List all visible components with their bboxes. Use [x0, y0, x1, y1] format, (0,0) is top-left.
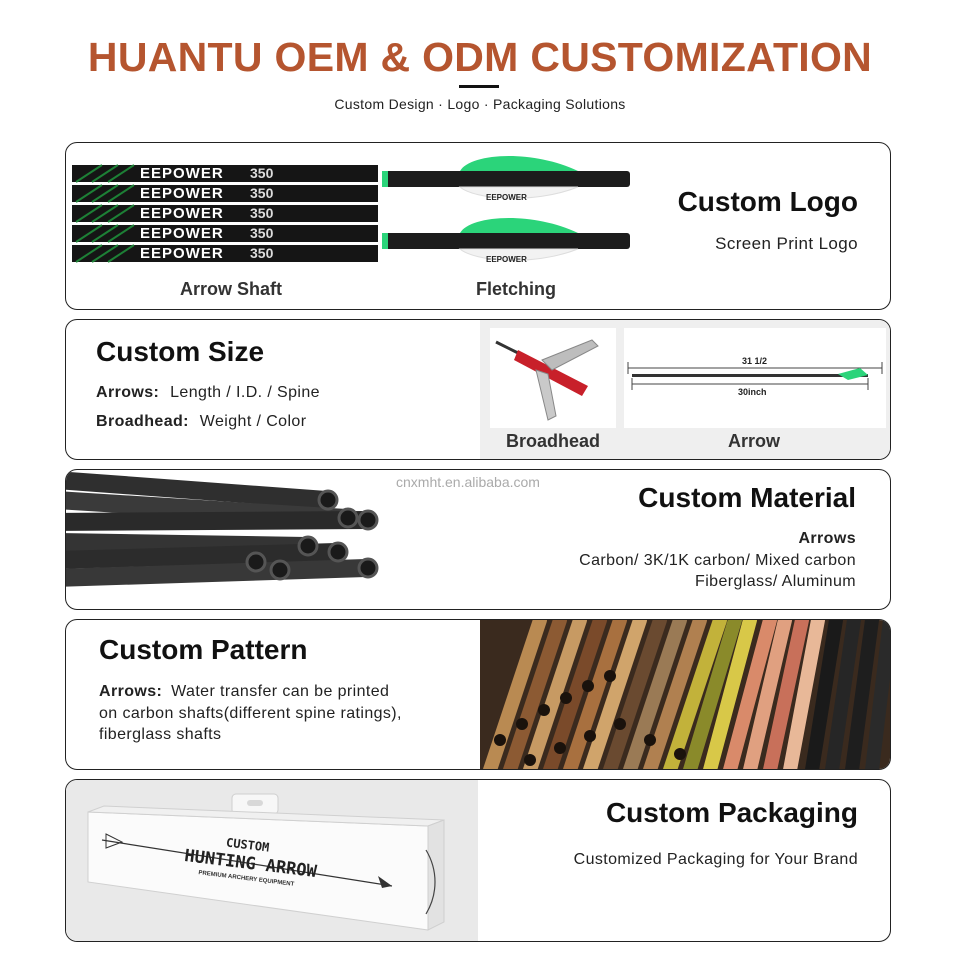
- shaft-logo-text-1: EEPOWER: [140, 165, 224, 182]
- custom-pattern-card: Custom Pattern Arrows: Water transfer ca…: [65, 619, 891, 770]
- shaft-logo-text-2: EEPOWER: [140, 185, 224, 202]
- pattern-line-1: Arrows: Water transfer can be printed: [99, 683, 389, 701]
- custom-material-card: cnxmht.en.alibaba.com Custom Material Ar…: [65, 469, 891, 610]
- custom-packaging-card: CUSTOM HUNTING ARROW PREMIUM ARCHERY EQU…: [65, 779, 891, 942]
- packaging-box-image: [87, 793, 445, 931]
- page-subtitle: Custom Design · Logo · Packaging Solutio…: [334, 96, 626, 112]
- size-broadhead-label: Broadhead:: [96, 413, 189, 430]
- size-arrows-line: Arrows: Length / I.D. / Spine: [96, 384, 320, 402]
- pattern-line-3: fiberglass shafts: [99, 726, 222, 743]
- arrow-shaft-image: [72, 164, 378, 263]
- custom-packaging-desc: Customized Packaging for Your Brand: [573, 851, 858, 868]
- shaft-spine-5: 350: [250, 245, 274, 261]
- fletch-logo-text-2: EEPOWER: [486, 255, 527, 264]
- title-underline: [459, 85, 499, 88]
- custom-size-title: Custom Size: [96, 336, 265, 367]
- caption-broadhead: Broadhead: [505, 431, 601, 451]
- watermark-text: cnxmht.en.alibaba.com: [396, 474, 540, 490]
- shaft-spine-2: 350: [250, 185, 274, 201]
- size-arrows-label: Arrows:: [96, 384, 160, 401]
- caption-arrow-shaft: Arrow Shaft: [179, 279, 282, 299]
- custom-logo-desc: Screen Print Logo: [715, 234, 858, 253]
- shaft-spine-1: 350: [250, 165, 274, 181]
- caption-arrow: Arrow: [727, 431, 780, 451]
- page-title: HUANTU OEM & ODM CUSTOMIZATION: [87, 34, 873, 80]
- material-arrows-label: Arrows: [798, 530, 856, 547]
- shaft-logo-text-3: EEPOWER: [140, 205, 224, 222]
- fletching-image: [382, 155, 630, 261]
- carbon-tubes-image: [66, 471, 379, 587]
- size-arrows-text: Length / I.D. / Spine: [170, 384, 320, 401]
- pattern-line-2: on carbon shafts(different spine ratings…: [99, 705, 402, 722]
- shaft-logo-text-5: EEPOWER: [140, 245, 224, 262]
- size-broadhead-line: Broadhead: Weight / Color: [96, 413, 306, 431]
- custom-size-card: Custom Size Arrows: Length / I.D. / Spin…: [65, 319, 891, 460]
- material-line-1: Carbon/ 3K/1K carbon/ Mixed carbon: [579, 552, 856, 569]
- shaft-logo-text-4: EEPOWER: [140, 225, 224, 242]
- pattern-arrows-label: Arrows:: [99, 683, 163, 700]
- patterned-shafts-image: [480, 620, 890, 769]
- custom-logo-title: Custom Logo: [677, 186, 858, 217]
- custom-packaging-title: Custom Packaging: [605, 797, 858, 828]
- custom-material-title: Custom Material: [638, 482, 856, 513]
- size-broadhead-text: Weight / Color: [199, 413, 307, 430]
- dim-total-label: 31 1/2: [742, 356, 768, 366]
- caption-fletching: Fletching: [476, 279, 556, 299]
- arrow-dimension-image: [624, 328, 886, 428]
- custom-pattern-title: Custom Pattern: [99, 634, 308, 665]
- shaft-spine-4: 350: [250, 225, 274, 241]
- fletch-logo-text-1: EEPOWER: [486, 193, 527, 202]
- broadhead-image: [490, 328, 616, 428]
- custom-logo-card: EEPOWER 350 EEPOWER 350 EEPOWER 350 EEPO…: [65, 142, 891, 310]
- pattern-text-1: Water transfer can be printed: [171, 683, 390, 700]
- dim-shaft-label: 30inch: [738, 387, 767, 397]
- material-line-2: Fiberglass/ Aluminum: [695, 573, 856, 590]
- shaft-spine-3: 350: [250, 205, 274, 221]
